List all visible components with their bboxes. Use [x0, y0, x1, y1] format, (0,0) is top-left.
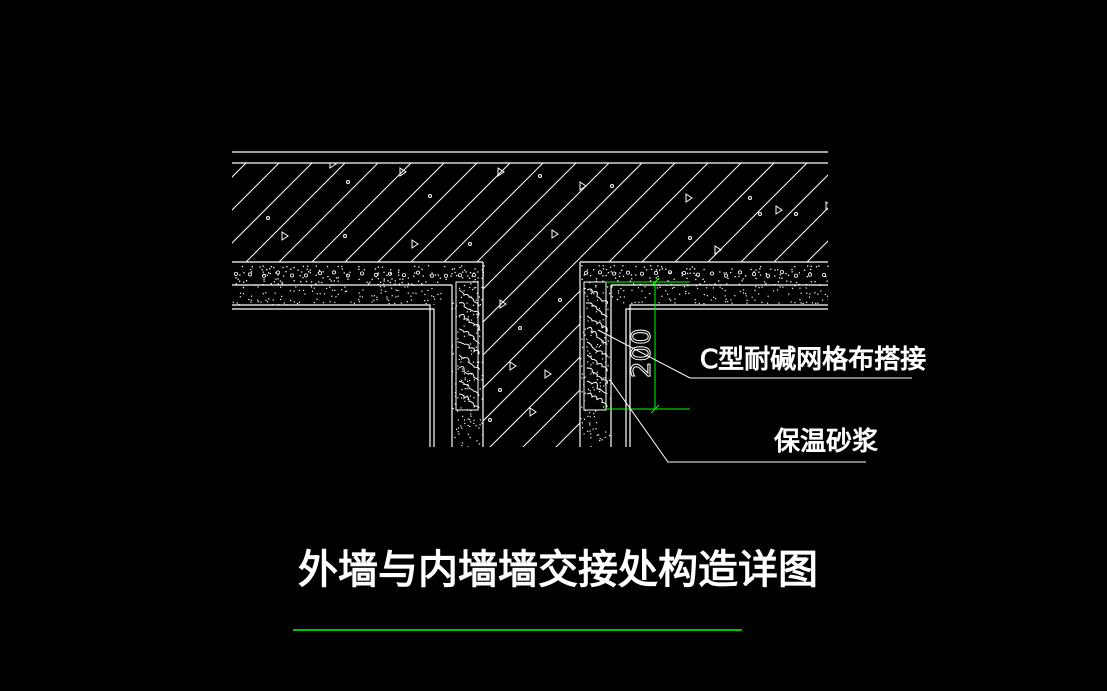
mesh-overlap-left: [455, 281, 480, 411]
wall-outlines: [232, 151, 828, 447]
insulation-mortar-layer: [233, 265, 829, 287]
drawing-title: 外墙与内墙墙交接处构造详图: [298, 547, 818, 593]
callout-insulation-mortar: 保温砂浆: [774, 427, 878, 457]
callout-mesh-overlap: C型耐碱网格布搭接: [700, 345, 926, 375]
mesh-overlap-right: [583, 281, 608, 411]
dimension-200: 200: [605, 277, 690, 414]
leader-lines: [597, 329, 912, 463]
concrete-wall-section: [232, 163, 828, 447]
